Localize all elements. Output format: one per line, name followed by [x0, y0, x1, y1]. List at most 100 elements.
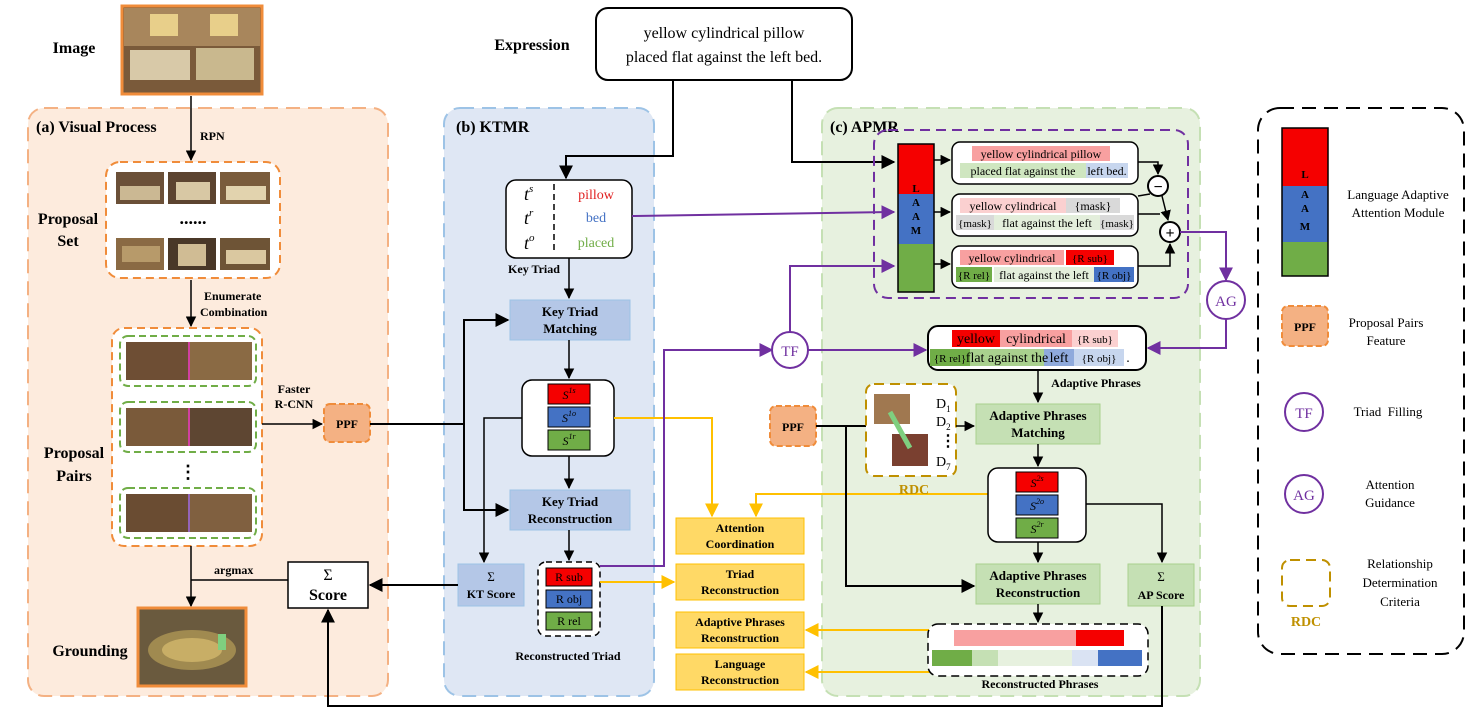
attn-coord-1: Attention — [716, 521, 765, 535]
faster-label-2: R-CNN — [275, 397, 314, 411]
rdc-pair-image — [874, 394, 928, 466]
s1-to-attn-arrow — [614, 417, 719, 518]
svg-text:S1r: S1r — [562, 432, 576, 448]
apm-1: Adaptive Phrases — [989, 408, 1086, 423]
r-sub-block — [545, 567, 593, 587]
ap-left: left — [1050, 351, 1069, 366]
row3-rsub: {R sub} — [1072, 253, 1108, 265]
ap-flat: flat against the — [966, 351, 1048, 366]
adaptive-phrases-label: Adaptive Phrases — [1051, 376, 1141, 390]
ap-score-box — [1127, 563, 1195, 607]
plus-sign: + — [1165, 225, 1174, 242]
r-rel-label: R rel — [557, 614, 581, 628]
rdc-vdots: ⋮ — [940, 433, 956, 450]
ap-rrel: {R rel} — [934, 353, 966, 365]
rdc-d2: D2 — [936, 415, 951, 432]
apr-2: Reconstruction — [996, 585, 1081, 600]
scores-to-kt-score-arrow — [478, 417, 522, 564]
legend-laam-a1: A — [1301, 189, 1309, 201]
row1-text-a: yellow cylindrical pillow — [981, 147, 1102, 161]
legend-rdc-text-3: Criteria — [1380, 594, 1420, 609]
expression-to-laam-arrow — [791, 80, 896, 169]
ap-cylindrical: cylindrical — [1006, 332, 1066, 347]
laam-letter-a1: A — [912, 197, 920, 209]
attn-coord-2: Coordination — [706, 537, 775, 551]
pair-1 — [119, 335, 257, 387]
expression-line-1: yellow cylindrical pillow — [644, 25, 805, 42]
rdc-label: RDC — [899, 483, 929, 498]
ap-recon-loss-2: Reconstruction — [701, 631, 779, 645]
triad-recon-1: Triad — [726, 567, 755, 581]
legend-ppf-icon — [1281, 305, 1329, 347]
legend-rdc-icon — [1281, 559, 1331, 607]
r-sub-label: R sub — [555, 570, 583, 584]
row1-text-b: placed flat against the — [971, 164, 1076, 178]
pairs-vdots: ⋮ — [179, 462, 197, 482]
ap-recon-loss-box — [675, 611, 805, 649]
ap-score-label: AP Score — [1138, 588, 1185, 602]
proposal-thumbnails — [116, 172, 270, 270]
r-rel-block — [545, 611, 593, 631]
expression-box — [595, 7, 853, 81]
row1-text-c: left bed. — [1087, 164, 1126, 178]
row2-text-b: flat against the left — [1002, 216, 1092, 230]
legend-ag-label: AG — [1293, 488, 1315, 504]
kt-score-sigma: Σ — [487, 569, 495, 584]
grounding-label: Grounding — [52, 643, 127, 660]
apmr-panel-title: (c) APMR — [830, 119, 899, 136]
ap-rsub: {R sub} — [1077, 334, 1113, 346]
laam-group-box — [873, 129, 1189, 299]
row3-rrel: {R rel} — [958, 270, 990, 282]
key-triad-matching-2: Matching — [543, 321, 597, 336]
svg-text:S2s: S2s — [1030, 474, 1043, 490]
lang-recon-box — [675, 653, 805, 691]
legend-laam-m: M — [1300, 221, 1311, 233]
plus-to-ag-arrow — [1180, 231, 1233, 282]
s1r-block — [547, 429, 591, 451]
ap-yellow: yellow — [957, 332, 996, 347]
ap-score-sigma: Σ — [1157, 569, 1165, 584]
rdc-d1: D1 — [936, 397, 951, 414]
kt-score-label: KT Score — [467, 587, 516, 601]
s2r-block — [1015, 517, 1059, 539]
proposal-pairs-label-2: Pairs — [56, 468, 92, 485]
pair-2 — [119, 401, 257, 453]
recon-phrases-label: Reconstructed Phrases — [982, 677, 1099, 691]
key-triad-recon-box — [509, 489, 631, 531]
faster-label-1: Faster — [278, 382, 311, 396]
laam-letter-a2: A — [912, 211, 920, 223]
score-sigma: Σ — [323, 567, 332, 584]
ap-dot: . — [1126, 351, 1130, 366]
pair-3 — [119, 487, 257, 539]
recon-triad-to-tf-arrow — [600, 343, 774, 567]
apm-2: Matching — [1011, 425, 1065, 440]
rpn-label: RPN — [200, 129, 225, 143]
recon-phrases-bars — [932, 630, 1142, 666]
apm-box — [975, 403, 1101, 445]
legend-ag-icon — [1284, 474, 1324, 514]
key-triad-recon-2: Reconstruction — [528, 511, 613, 526]
r-obj-block — [545, 589, 593, 609]
tf-to-laam-arrow — [789, 259, 896, 332]
enumerate-label-1: Enumerate — [204, 289, 262, 303]
ktmr-panel-title: (b) KTMR — [456, 119, 530, 136]
legend-ppf-label: PPF — [1294, 320, 1316, 334]
ppf-to-recon-arrow — [463, 424, 510, 517]
svg-text:S2r: S2r — [1030, 520, 1044, 536]
rdc-d7: D7 — [936, 455, 951, 472]
legend-tf-label: TF — [1295, 406, 1313, 422]
key-triad-matching-1: Key Triad — [542, 304, 599, 319]
key-triad-pillow: pillow — [578, 188, 615, 203]
svg-text:S2o: S2o — [1030, 497, 1044, 513]
legend-laam-icon — [1281, 127, 1329, 277]
legend-tf-icon — [1284, 392, 1324, 432]
triad-to-laam-arrow — [631, 205, 896, 220]
ppf-apmr-label: PPF — [782, 420, 804, 434]
input-image — [120, 4, 264, 96]
legend-laam-l: L — [1301, 169, 1308, 181]
key-triad-placed: placed — [578, 236, 615, 251]
laam-letter-l: L — [912, 183, 919, 195]
row2-text-a: yellow cylindrical — [970, 199, 1058, 213]
row3-to-plus — [1138, 242, 1176, 267]
